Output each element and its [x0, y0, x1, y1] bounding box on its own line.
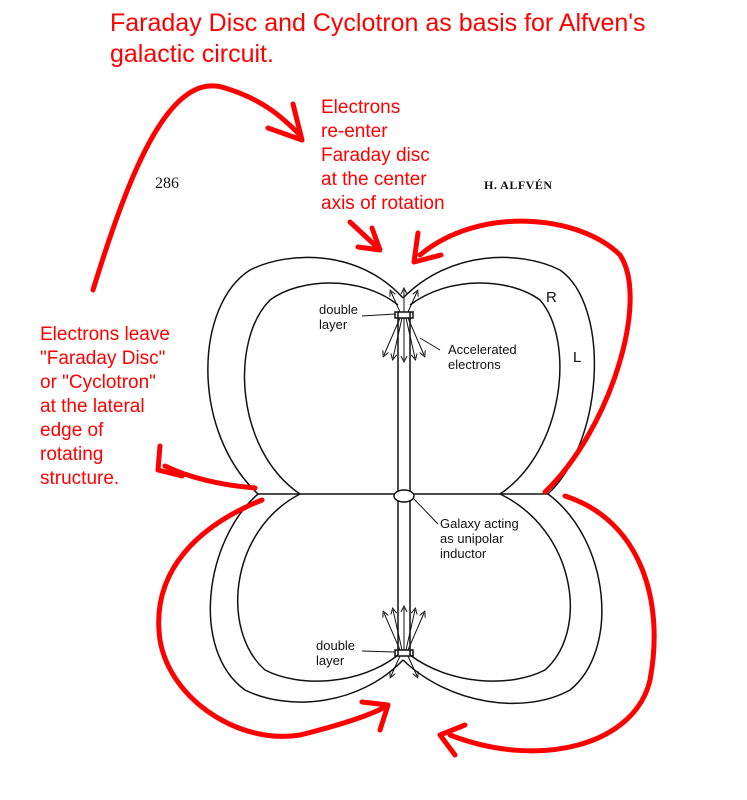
leave-line: Electrons leave [40, 324, 170, 345]
title-line-2: galactic circuit. [110, 40, 274, 68]
inner-loop-upper-right [409, 282, 561, 495]
R-label: R [546, 289, 557, 306]
label-line: as unipolar [440, 531, 504, 546]
red-loop-lower-left [156, 497, 388, 739]
leave-line: "Faraday Disc" [40, 348, 166, 369]
red-circuit-arrows [90, 83, 657, 758]
leave-annotation: Electrons leave "Faraday Disc" or "Cyclo… [40, 323, 170, 491]
red-loop-upper-right [417, 218, 633, 495]
red-arrowhead-left [155, 443, 185, 479]
red-arrow-left [162, 463, 258, 491]
title: Faraday Disc and Cyclotron as basis for … [110, 8, 646, 70]
title-line-1: Faraday Disc and Cyclotron as basis for … [110, 9, 646, 37]
label-line: layer [319, 317, 348, 332]
red-arrowhead-lower-left [359, 699, 391, 733]
red-arrowhead-top [265, 101, 305, 143]
galaxy-inductor-label: Galaxy acting as unipolar inductor [440, 516, 519, 561]
accelerated-electron-arrows-bottom [384, 608, 424, 676]
red-arc-top [90, 83, 303, 293]
label-line: inductor [440, 546, 487, 561]
leader-double-layer-top [361, 313, 396, 317]
label-line: Accelerated [448, 342, 517, 357]
label-line: double [316, 638, 356, 653]
reenter-line: axis of rotation [321, 193, 445, 214]
leave-line: edge of [40, 420, 104, 441]
outer-loop-upper-left [207, 256, 404, 495]
inner-loop-lower-left [237, 493, 399, 682]
outer-loop-upper-right [402, 256, 596, 495]
red-arrowhead-upper-right [411, 230, 444, 265]
leave-line: or "Cyclotron" [40, 372, 156, 393]
reenter-line: Faraday disc [321, 145, 430, 166]
label-line: layer [316, 653, 345, 668]
author-header: H. ALFVÉN [484, 178, 553, 192]
double-layer-top-label: double layer [319, 302, 358, 332]
label-line: double [319, 302, 359, 317]
reenter-line: re-enter [321, 121, 388, 142]
double-layer-bottom-label: double layer [316, 638, 355, 668]
outer-loop-lower-left [209, 493, 404, 703]
inner-loop-lower-right [409, 493, 572, 682]
reenter-line: Electrons [321, 97, 401, 118]
reenter-line: at the center [321, 169, 427, 190]
leave-line: at the lateral [40, 396, 145, 417]
field-lines [207, 256, 603, 705]
outer-loop-lower-right [402, 493, 603, 705]
red-arrowhead-lower-right [437, 722, 468, 758]
leader-accelerated [419, 337, 441, 351]
leader-galaxy [413, 498, 439, 525]
accelerated-electrons-label: Accelerated electrons [448, 342, 517, 372]
leader-lines [361, 313, 441, 653]
L-label: L [573, 349, 582, 366]
label-line: electrons [448, 357, 501, 372]
page-number: 286 [155, 175, 179, 192]
red-arrow-center-left [347, 219, 381, 251]
label-line: Galaxy acting [440, 516, 519, 531]
red-arrowhead-center-left [355, 225, 383, 253]
leave-line: structure. [40, 468, 120, 489]
reenter-annotation: Electrons re-enter Faraday disc at the c… [321, 96, 445, 216]
accelerated-electron-arrows-top [384, 290, 424, 360]
inner-loop-upper-left [243, 282, 399, 495]
galaxy-ellipse [393, 489, 415, 503]
leader-double-layer-bottom [361, 650, 396, 653]
red-loop-lower-right [447, 493, 657, 754]
leave-line: rotating [40, 444, 104, 465]
